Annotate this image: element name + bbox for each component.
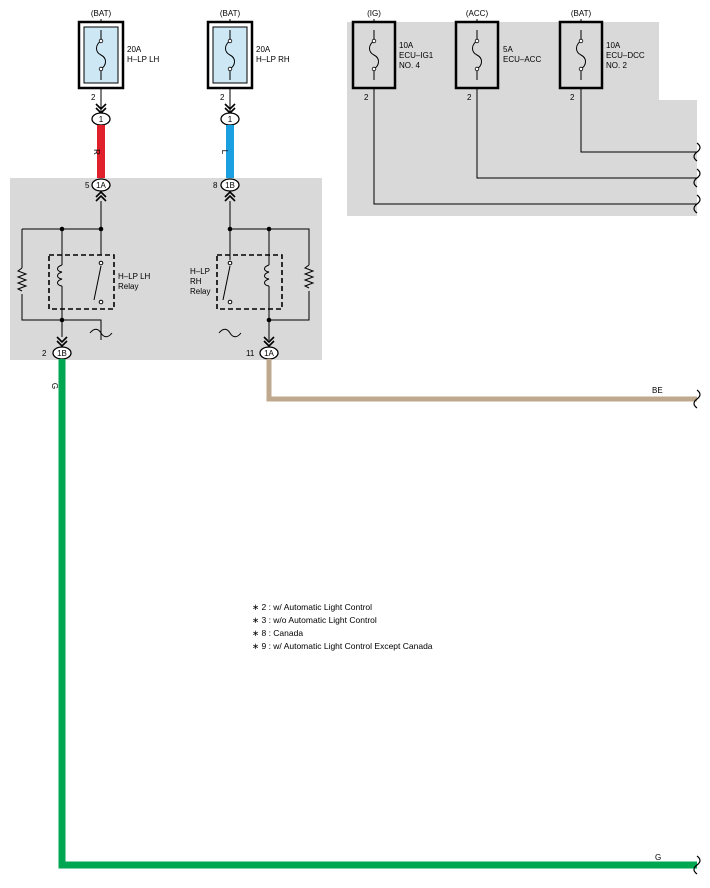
fuse-ig-source: (IG) (367, 9, 381, 18)
relay-lh-label-2: Relay (118, 282, 138, 291)
fuse-lh-pin: 2 (91, 93, 96, 102)
fuse-ecu-ig1-pin: 2 (364, 93, 369, 102)
wire-break-icon (693, 194, 701, 214)
fuse-ecu-ig1-rating: 10A (399, 41, 414, 50)
footnote-item: ∗ 2 : w/ Automatic Light Control (252, 602, 373, 612)
fuse-bat-source: (BAT) (571, 9, 592, 18)
wire-break-icon (693, 389, 701, 409)
wire-blue-label: L (220, 150, 229, 155)
fuse-ecu-acc-pin: 2 (467, 93, 472, 102)
conn-1a-bottom-pin: 11 (246, 349, 255, 358)
relay-lh-label-1: H–LP LH (118, 272, 151, 281)
svg-text:1A: 1A (96, 181, 106, 190)
fuse-acc-source: (ACC) (466, 9, 489, 18)
wire-green-label: G (50, 383, 59, 389)
fuse-ecu-dcc-rating: 10A (606, 41, 621, 50)
fuse-ecu-dcc-pin: 2 (570, 93, 575, 102)
conn-1b-pin: 8 (213, 181, 218, 190)
fuse-ecu-ig1-name2: NO. 4 (399, 61, 420, 70)
conn-1b-bottom-pin: 2 (42, 349, 47, 358)
footnote-item: ∗ 9 : w/ Automatic Light Control Except … (252, 641, 433, 651)
svg-text:1: 1 (99, 115, 104, 124)
fuse-rh-name: H–LP RH (256, 55, 290, 64)
fuse-ecu-dcc-name: ECU–DCC (606, 51, 645, 60)
fuse-ecu-dcc-name2: NO. 2 (606, 61, 627, 70)
relay-block-panel (10, 178, 322, 360)
fuse-ecu-acc-name: ECU–ACC (503, 55, 541, 64)
fuse-lh-source: (BAT) (91, 9, 112, 18)
footnote-item: ∗ 3 : w/o Automatic Light Control (252, 615, 377, 625)
relay-rh-label-3: Relay (190, 287, 210, 296)
svg-text:1B: 1B (57, 349, 67, 358)
ecu-junction-panel (347, 22, 697, 216)
wire-green-end-label: G (655, 853, 661, 862)
wire-break-icon (693, 855, 701, 875)
wire-brown-label: BE (652, 386, 663, 395)
fuse-lh-name: H–LP LH (127, 55, 160, 64)
fuse-ecu-acc-rating: 5A (503, 45, 513, 54)
fuse-lh-rating: 20A (127, 45, 142, 54)
svg-text:1A: 1A (264, 349, 274, 358)
relay-lh-circuit (16, 201, 115, 340)
wire-red-label: R (92, 149, 101, 155)
footnote-item: ∗ 8 : Canada (252, 628, 304, 638)
fuse-rh-source: (BAT) (220, 9, 241, 18)
relay-rh-label-2: RH (190, 277, 202, 286)
fuse-rh-rating: 20A (256, 45, 271, 54)
fuse-rh-pin: 2 (220, 93, 225, 102)
wire-break-icon (693, 168, 701, 188)
conn-1a-pin: 5 (85, 181, 90, 190)
relay-rh-label-1: H–LP (190, 267, 210, 276)
wire-brown (266, 359, 697, 402)
wire-green (58, 359, 697, 869)
svg-text:1B: 1B (225, 181, 235, 190)
fuse-ecu-ig1-name: ECU–IG1 (399, 51, 434, 60)
svg-text:1: 1 (228, 115, 233, 124)
footnotes: ∗ 2 : w/ Automatic Light Control ∗ 3 : w… (252, 601, 433, 653)
relay-rh-circuit (216, 201, 315, 340)
wire-break-icon (693, 142, 701, 162)
